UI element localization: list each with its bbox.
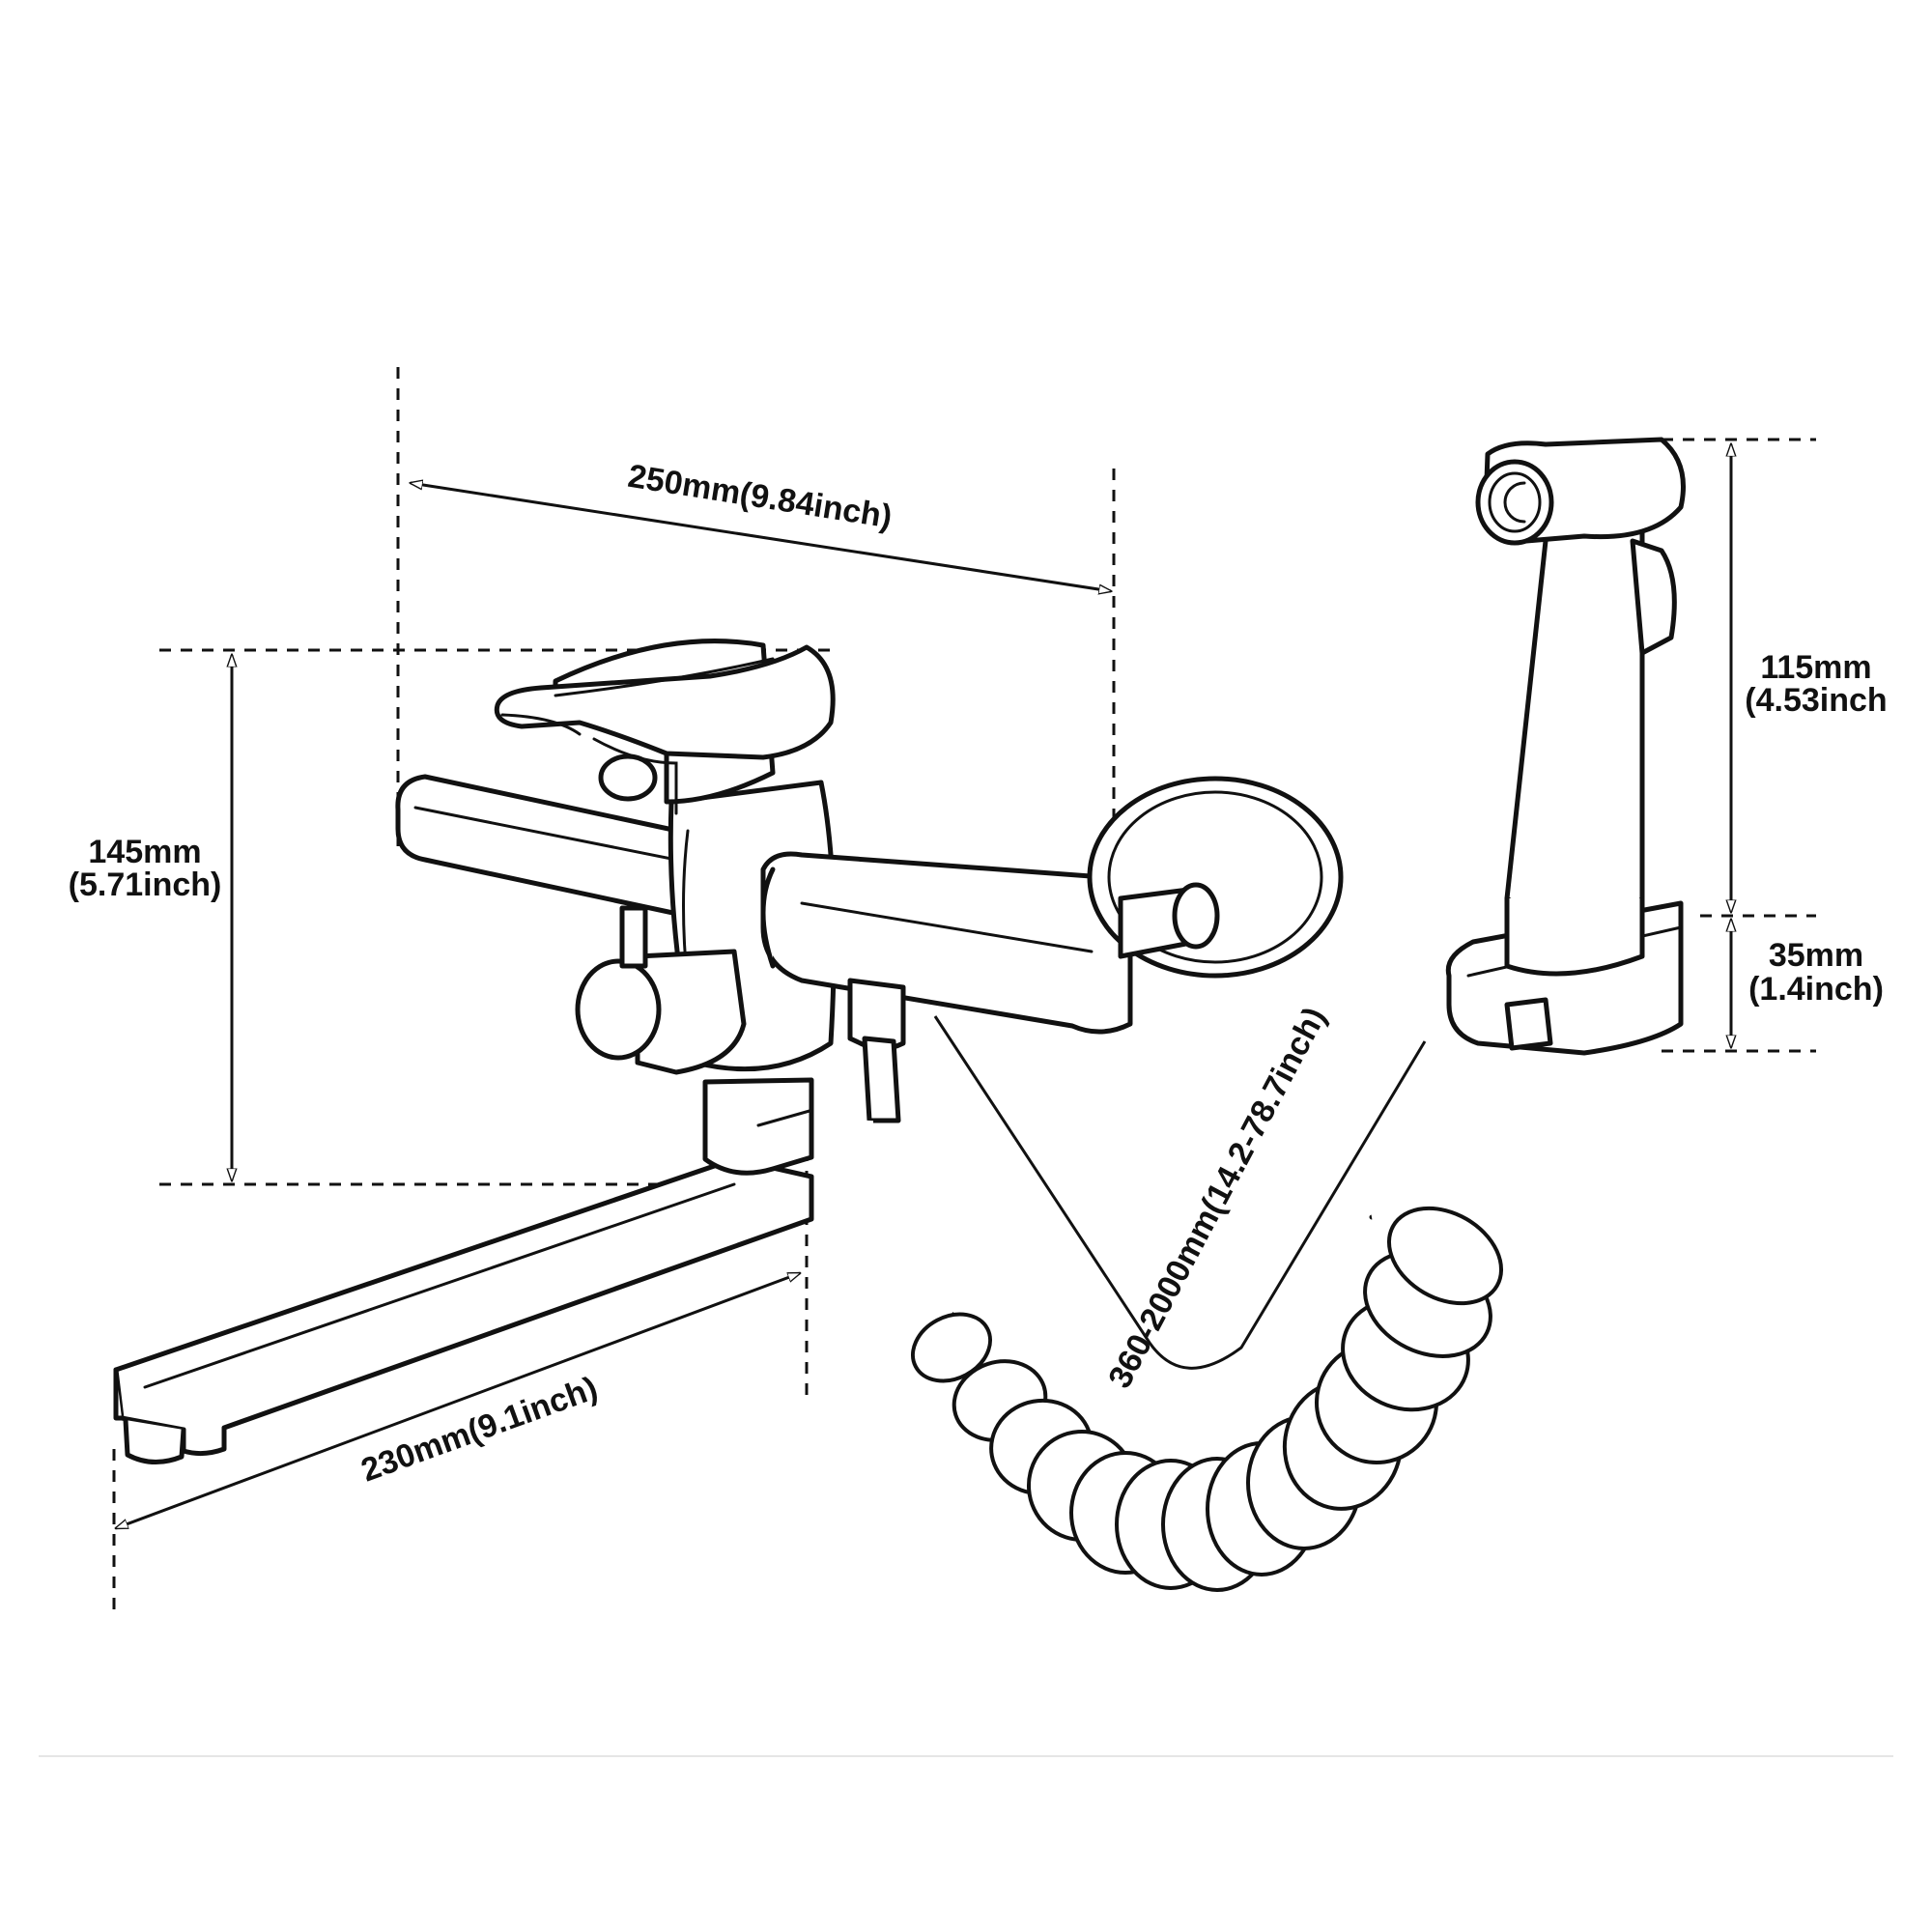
spout-length-label: 230mm(9.1inch): [356, 1370, 602, 1490]
spiral-hose: [910, 1206, 1504, 1592]
spout: [113, 1156, 814, 1464]
hand-sprayer: [1445, 437, 1686, 1056]
spout-length-arrow: [116, 1271, 800, 1530]
width-top-label: 250mm(9.84inch): [625, 458, 894, 536]
faucet-body: [395, 639, 1133, 1176]
holder-height-inch-label: (1.4inch): [1748, 971, 1884, 1008]
width-top-arrow: [411, 483, 1111, 591]
hose-segment: [865, 1040, 1531, 1318]
sprayer-height-mm-label: 115mm: [1760, 649, 1871, 686]
height-left-inch-label: (5.71inch): [69, 867, 222, 903]
dimension-arrows: [116, 444, 1731, 1530]
wall-flange: [1087, 776, 1344, 979]
sprayer-height-inch-label: (4.53inch: [1745, 682, 1887, 719]
height-left-mm-label: 145mm: [88, 834, 201, 870]
holder-height-mm-label: 35mm: [1769, 937, 1863, 974]
hose-length-label: 360-2000mm(14.2-78.7inch): [1101, 1002, 1333, 1395]
hose-length-guide: [933, 1015, 1427, 1370]
